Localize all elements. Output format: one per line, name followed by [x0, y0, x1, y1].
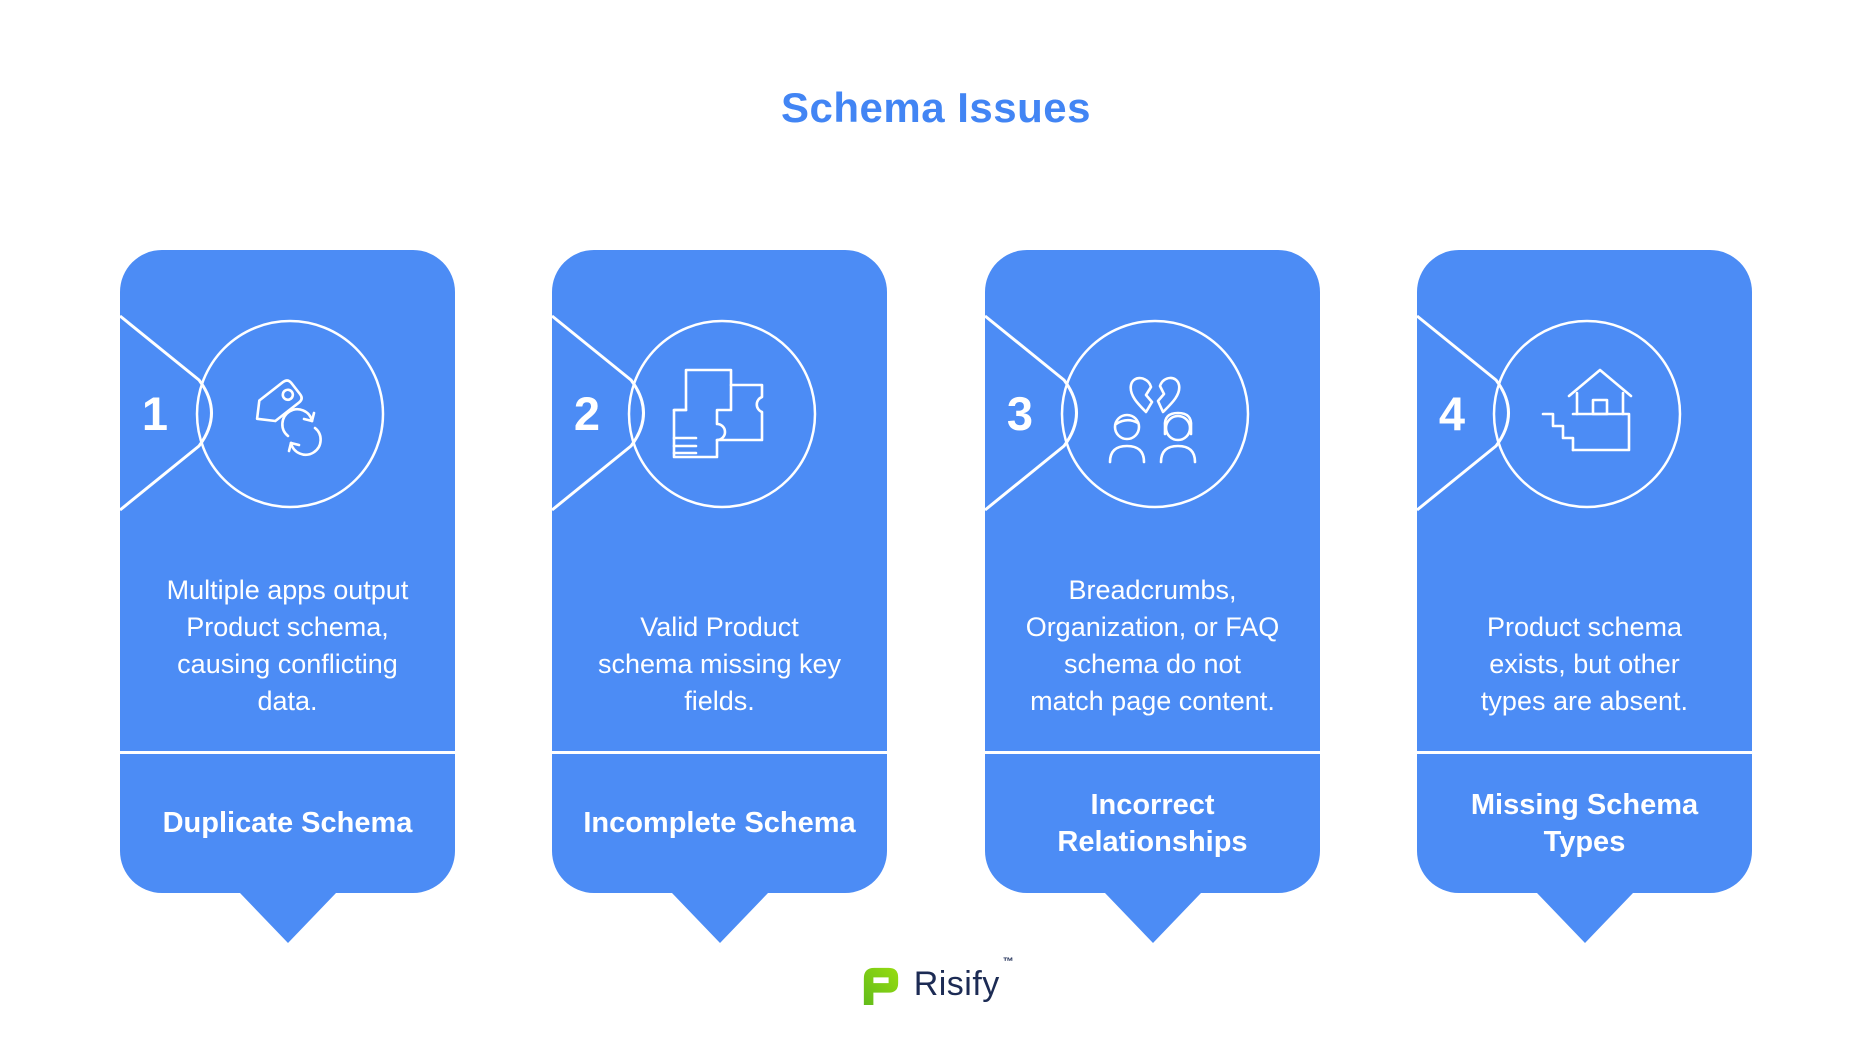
card-pointer-tail	[239, 893, 336, 943]
card-pointer-tail	[1536, 893, 1633, 943]
risify-logo: Risify™	[0, 956, 1872, 1016]
broken-heart-people-icon	[1105, 364, 1205, 464]
duplicate-tag-sync-icon	[240, 364, 340, 464]
card-pointer-tail	[671, 893, 768, 943]
risify-logo-icon	[863, 967, 898, 1006]
missing-house-icon	[1537, 364, 1637, 464]
card-divider	[1417, 751, 1752, 754]
card-divider	[552, 751, 887, 754]
card-description: Multiple apps output Product schema, cau…	[166, 575, 409, 716]
step-number: 2	[573, 387, 601, 440]
card-notch-and-circle	[552, 314, 817, 512]
risify-logo-text: Risify™	[913, 956, 1014, 1004]
card-incomplete-schema: 2 Valid Product schema missing key field…	[552, 250, 887, 943]
card-notch-and-circle	[1417, 314, 1682, 512]
step-number: 4	[1438, 387, 1466, 440]
card-pointer-tail	[1104, 893, 1201, 943]
card-notch-and-circle	[120, 314, 385, 512]
card-description: Breadcrumbs, Organization, or FAQ schema…	[1025, 575, 1280, 716]
card-duplicate-schema: 1 Multiple apps output Product schema, c…	[120, 250, 455, 943]
card-label: Missing Schema Types	[1470, 788, 1699, 858]
card-incorrect-relationships: 3 Breadcrumbs, Organization, or FAQ sche…	[985, 250, 1320, 943]
step-number: 3	[1006, 387, 1034, 440]
trademark-symbol: ™	[1002, 955, 1015, 968]
card-description: Valid Product schema missing key fields.	[597, 612, 842, 716]
step-number: 1	[141, 387, 169, 440]
logo-wordmark: Risify	[913, 964, 1000, 1003]
card-notch-and-circle	[985, 314, 1250, 512]
card-label: Incomplete Schema	[583, 807, 856, 839]
incomplete-puzzle-icon	[672, 364, 772, 464]
card-divider	[120, 751, 455, 754]
card-label: Incorrect Relationships	[1057, 788, 1248, 858]
card-description: Product schema exists, but other types a…	[1480, 612, 1689, 716]
page-title: Schema Issues	[780, 84, 1091, 131]
card-divider	[985, 751, 1320, 754]
card-label: Duplicate Schema	[162, 807, 413, 839]
card-missing-schema-types: 4 Product schema exists, but other types…	[1417, 250, 1752, 943]
